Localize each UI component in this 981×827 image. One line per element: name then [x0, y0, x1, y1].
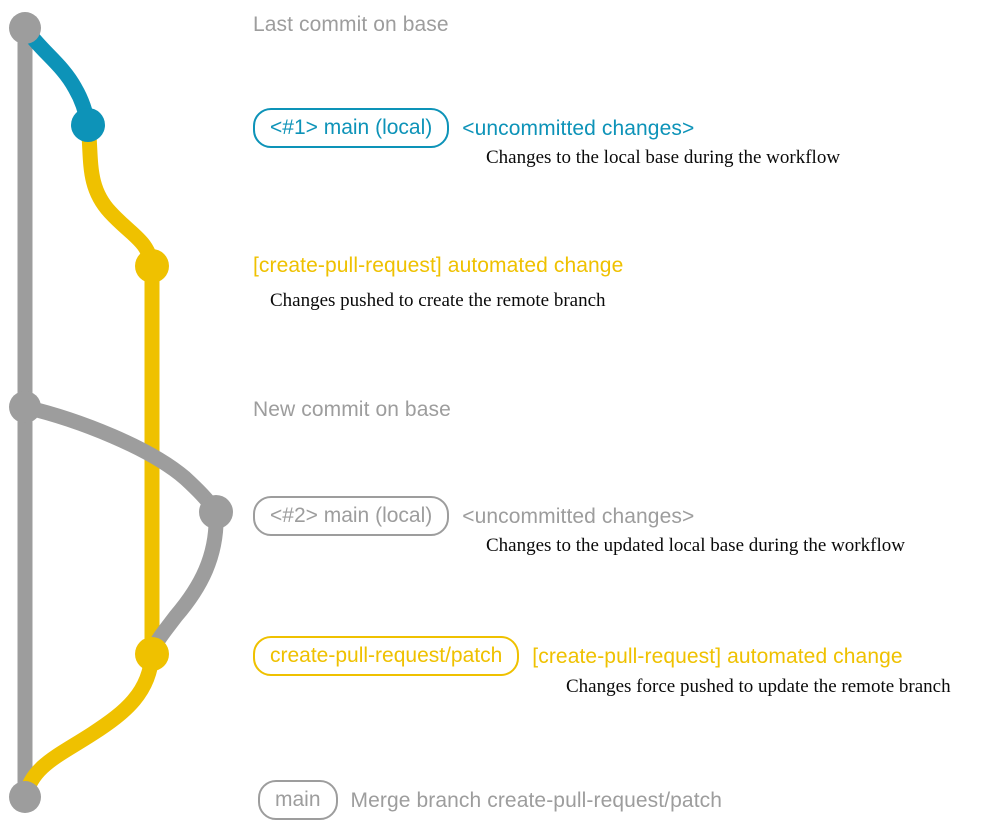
commit-node-base-head: [9, 12, 41, 44]
local-branch-curve: [17, 20, 96, 133]
commit-row-local-uncommitted-1: <#1> main (local) <uncommitted changes>: [253, 108, 694, 148]
commit-message: [create-pull-request] automated change: [253, 254, 624, 277]
commit-node-patch-1: [135, 249, 169, 283]
commit-message: Merge branch create-pull-request/patch: [350, 788, 723, 812]
merge-curve: [17, 646, 160, 805]
commit-message: Last commit on base: [253, 13, 449, 36]
commit-row-last-commit-on-base: Last commit on base: [253, 14, 449, 35]
commit-message: [create-pull-request] automated change: [532, 644, 903, 668]
ref-badge-create-pull-request-patch[interactable]: create-pull-request/patch: [253, 636, 520, 676]
commit-row-merge-commit: main Merge branch create-pull-request/pa…: [258, 780, 722, 820]
commit-node-base-new: [9, 391, 41, 423]
commit-message: <uncommitted changes>: [462, 116, 695, 140]
commit-node-local-2: [199, 495, 233, 529]
commit-message: New commit on base: [253, 398, 451, 421]
commit-node-local-1: [71, 108, 105, 142]
commit-subtext-automated-change-1: Changes pushed to create the remote bran…: [270, 290, 606, 311]
ref-badge-main[interactable]: main: [258, 780, 338, 820]
commit-node-patch-2: [135, 637, 169, 671]
commit-row-automated-change-1: [create-pull-request] automated change: [253, 255, 623, 276]
commit-message: <uncommitted changes>: [462, 504, 695, 528]
commit-subtext-local-uncommitted-2: Changes to the updated local base during…: [486, 535, 905, 556]
rebase-curve-in: [144, 504, 224, 662]
commit-subtext-automated-change-2: Changes force pushed to update the remot…: [566, 676, 951, 697]
commit-node-merge: [9, 781, 41, 813]
ref-badge-main-local-1[interactable]: <#1> main (local): [253, 108, 450, 148]
ref-badge-main-local-2[interactable]: <#2> main (local): [253, 496, 450, 536]
commit-row-automated-change-2: create-pull-request/patch [create-pull-r…: [253, 636, 903, 676]
commit-row-new-commit-on-base: New commit on base: [253, 399, 451, 420]
rebase-curve-out: [17, 399, 224, 520]
commit-subtext-local-uncommitted-1: Changes to the local base during the wor…: [486, 147, 841, 168]
commit-row-local-uncommitted-2: <#2> main (local) <uncommitted changes>: [253, 496, 694, 536]
patch-branch-curve-upper: [80, 117, 160, 274]
commit-nodes: [9, 12, 233, 813]
